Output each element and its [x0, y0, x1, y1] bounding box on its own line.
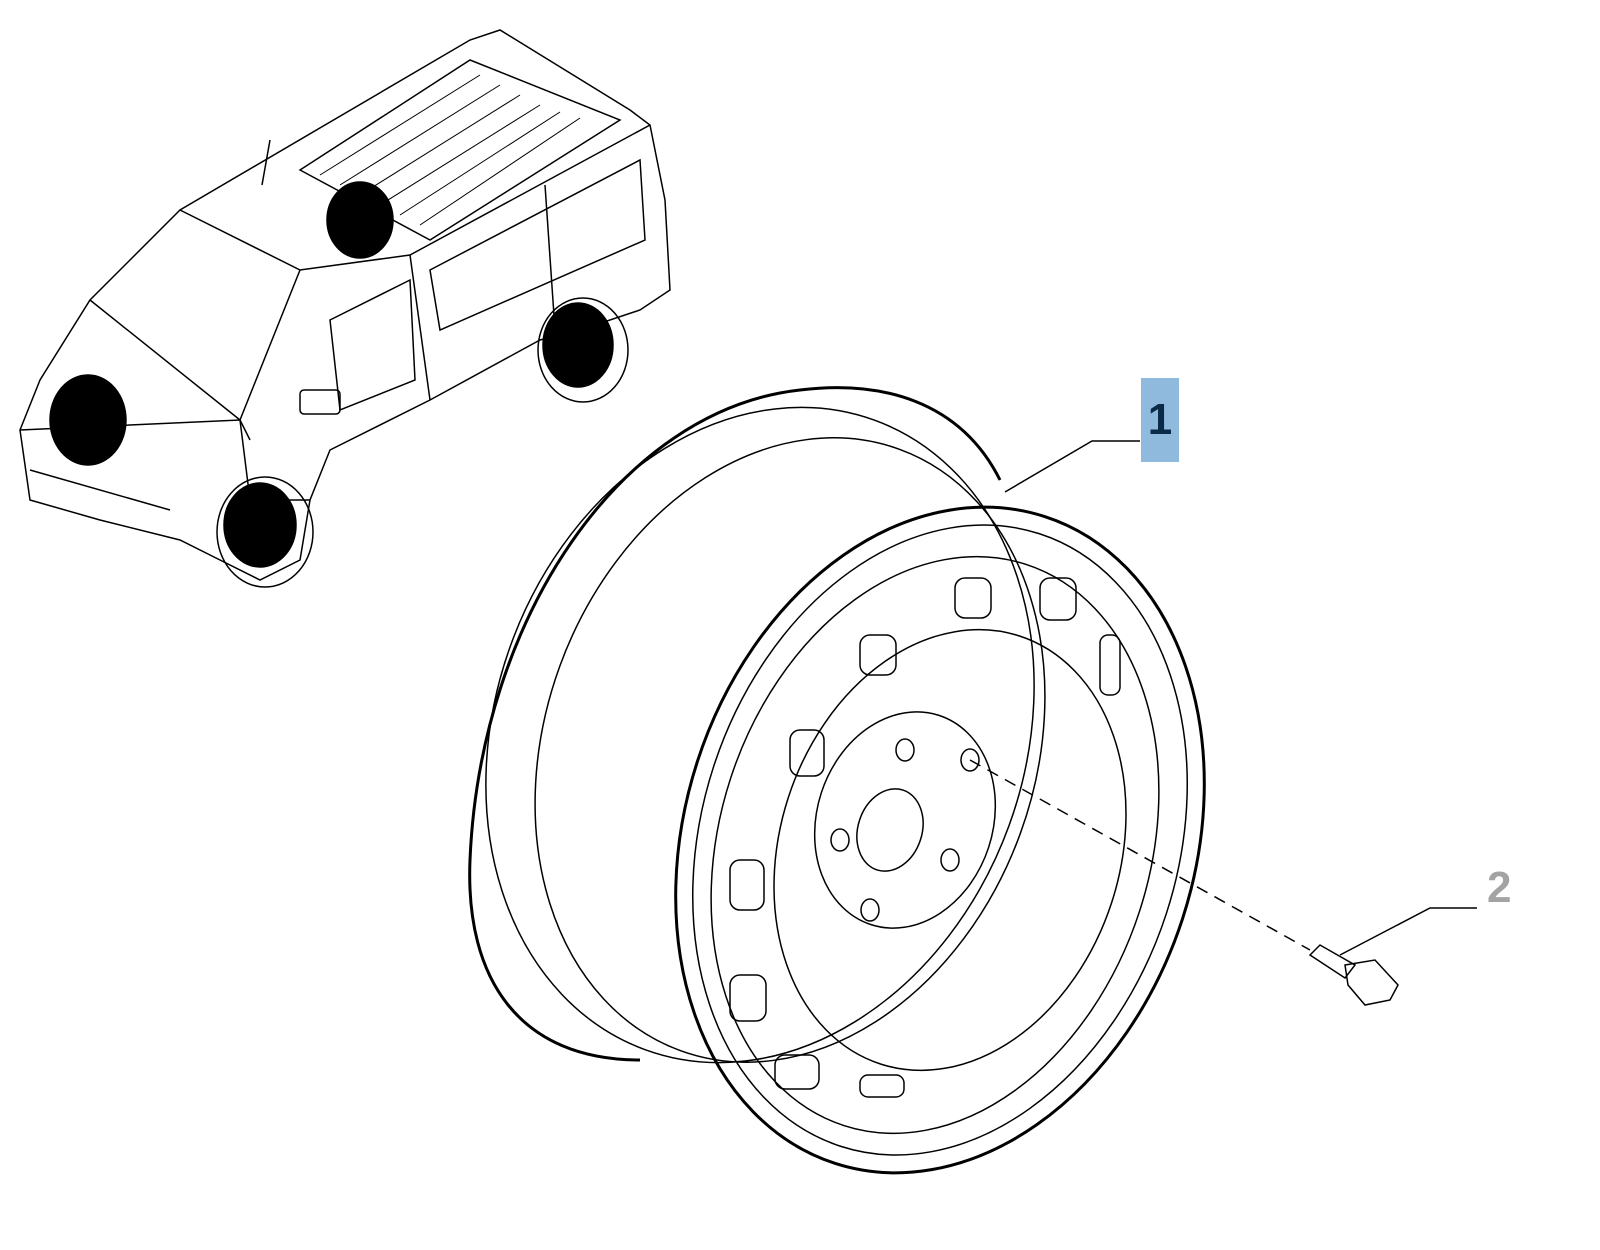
bolt-holes [830, 738, 980, 922]
wheel-highlight-rear-left [326, 181, 394, 259]
wheel-bolt-illustration [1308, 944, 1399, 1006]
wheel-highlight-front-right [223, 482, 297, 568]
callout-2-leader [1339, 907, 1477, 956]
callout-1-label: 1 [1147, 395, 1173, 444]
wheel-highlight-rear-right [542, 302, 614, 388]
ventilation-holes [729, 577, 1121, 1098]
callout-1[interactable]: 1 [1141, 378, 1179, 462]
wheel-highlight-front-left [49, 374, 127, 466]
wheel-rim-illustration [468, 386, 1311, 1175]
callout-1-leader [1004, 440, 1140, 493]
van-illustration [19, 29, 671, 588]
callout-2[interactable]: 2 [1487, 866, 1511, 910]
callout-1-highlight [1141, 378, 1179, 462]
callout-2-label: 2 [1487, 863, 1512, 912]
